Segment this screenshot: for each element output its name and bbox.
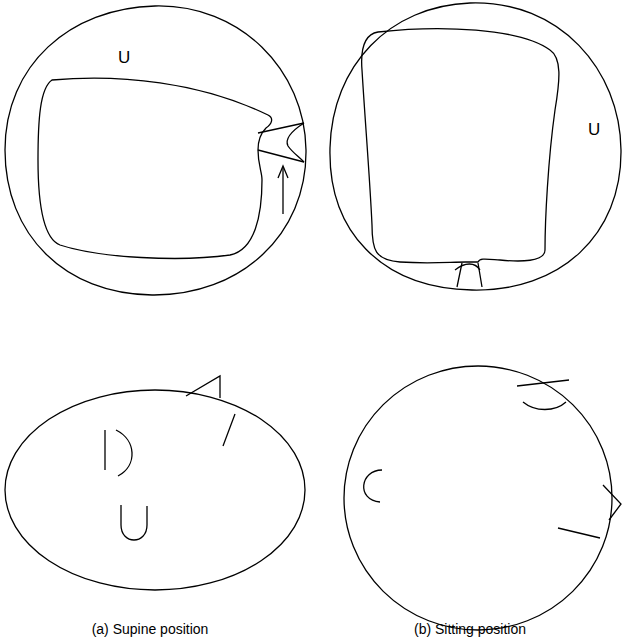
sitting-face (344, 366, 621, 630)
subfigure-caption: (b) Sitting position (414, 622, 526, 637)
region-label: U (588, 121, 600, 140)
supine-face (5, 376, 305, 590)
subfigure-caption: (a) Supine position (92, 622, 209, 637)
sitting-section (330, 3, 621, 290)
region-label: U (118, 49, 130, 68)
supine-section (5, 6, 306, 295)
